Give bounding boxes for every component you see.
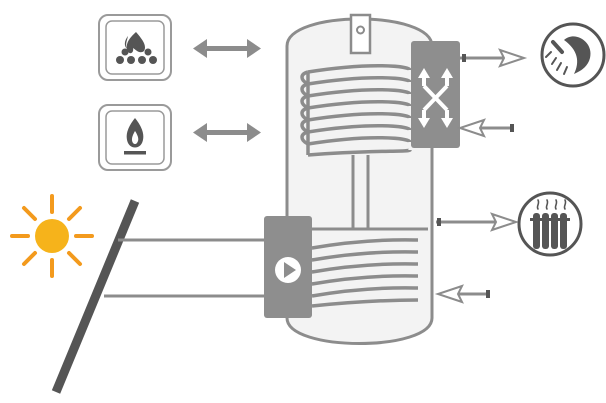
hot-water-outlet <box>460 48 528 68</box>
pump-icon <box>264 216 312 318</box>
radiator-icon <box>517 191 583 257</box>
solid-fuel-boiler-tile <box>98 14 172 81</box>
storage-tank <box>285 13 434 345</box>
sun-icon <box>10 194 94 278</box>
solar-loop-pipes <box>104 238 265 298</box>
heating-supply-outlet <box>436 212 520 232</box>
heat-exchanger-coil-upper <box>300 63 412 157</box>
bidirectional-arrow-icon <box>193 123 261 142</box>
shower-head-icon <box>540 22 606 88</box>
heat-exchanger-coil-lower <box>302 238 419 308</box>
mixing-valve-icon <box>411 41 460 148</box>
gas-flame-icon <box>124 118 146 155</box>
cold-water-inlet <box>456 118 514 138</box>
bidirectional-arrow-icon <box>193 39 261 58</box>
solar-collector-panel <box>51 199 140 394</box>
heating-return-inlet <box>434 284 490 304</box>
solid-fuel-fire-icon <box>116 32 157 64</box>
gas-boiler-tile <box>98 104 172 171</box>
